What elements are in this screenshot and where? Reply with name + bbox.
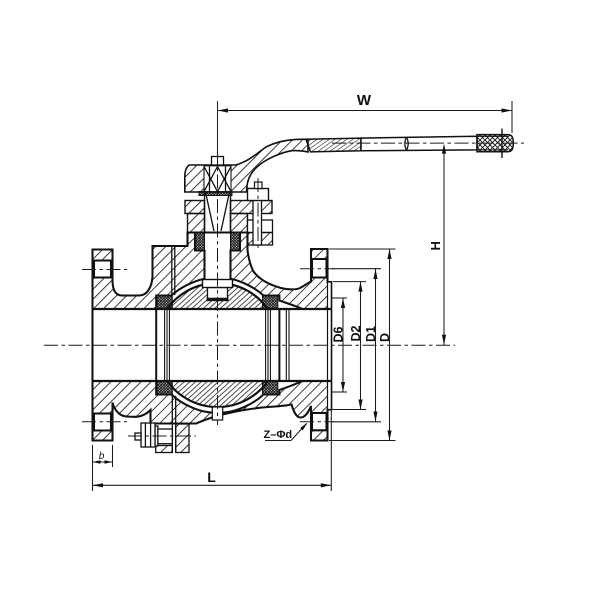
- svg-text:Z–Φd: Z–Φd: [264, 429, 293, 441]
- svg-text:H: H: [428, 241, 443, 250]
- svg-text:D2: D2: [349, 325, 363, 341]
- svg-text:D: D: [378, 333, 392, 342]
- svg-text:D1: D1: [364, 326, 378, 342]
- svg-text:W: W: [357, 92, 372, 109]
- svg-text:L: L: [207, 469, 216, 485]
- svg-text:D6: D6: [331, 326, 345, 342]
- svg-text:b: b: [99, 451, 105, 462]
